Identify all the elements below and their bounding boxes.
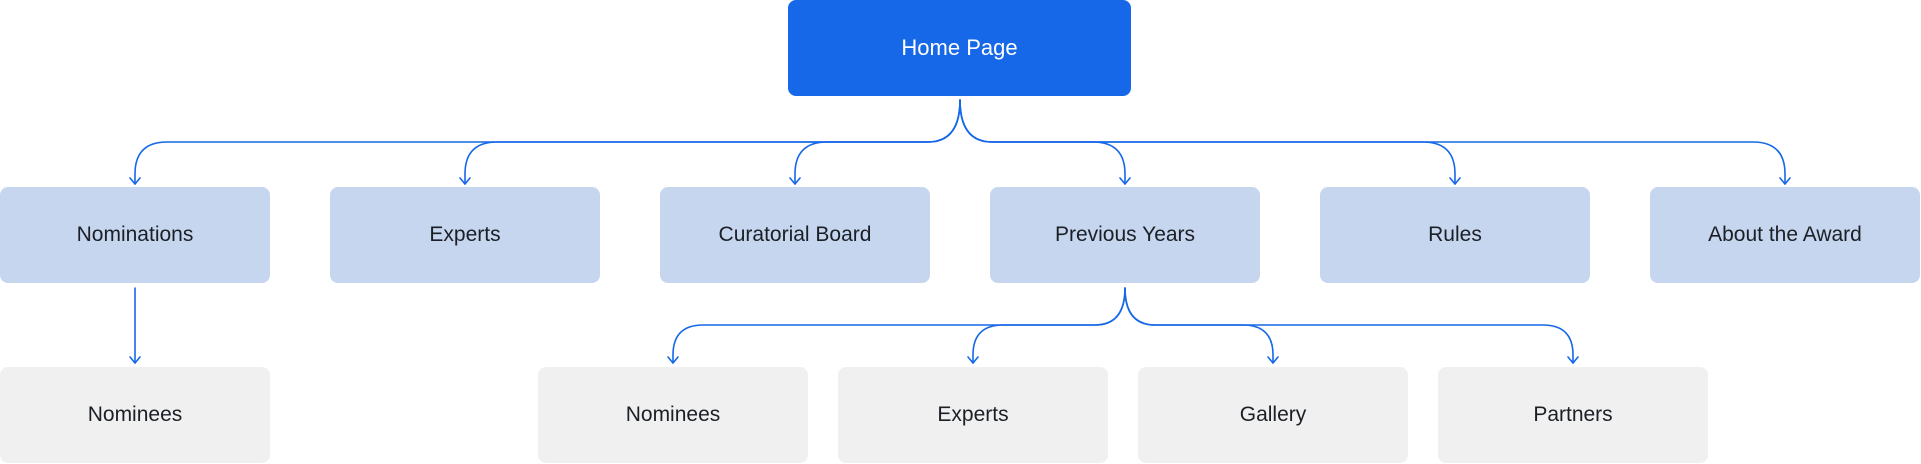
node-home-page: Home Page [788, 0, 1131, 96]
arrowhead-curatorial-board [789, 177, 801, 185]
arrowhead-previous-years-gallery [1267, 356, 1279, 364]
connector-home-to-curatorial-board [794, 99, 961, 185]
node-about-the-award: About the Award [1650, 187, 1920, 283]
node-nominations: Nominations [0, 187, 270, 283]
arrowhead-nominees-nominations [129, 356, 141, 364]
connector-previous-years-to-partners [1124, 287, 1574, 364]
node-experts-previous-years: Experts [838, 367, 1108, 463]
node-partners: Partners [1438, 367, 1708, 463]
connector-previous-years-to-experts [972, 287, 1126, 364]
node-experts: Experts [330, 187, 600, 283]
node-rules: Rules [1320, 187, 1590, 283]
node-previous-years: Previous Years [990, 187, 1260, 283]
arrowhead-previous-years-nominees [667, 356, 679, 364]
arrowhead-previous-years-experts [967, 356, 979, 364]
arrowhead-rules [1449, 177, 1461, 185]
node-nominees-previous-years: Nominees [538, 367, 808, 463]
arrowhead-about-the-award [1779, 177, 1791, 185]
node-gallery: Gallery [1138, 367, 1408, 463]
arrowhead-previous-years-partners [1567, 356, 1579, 364]
node-curatorial-board: Curatorial Board [660, 187, 930, 283]
node-nominees-nominations: Nominees [0, 367, 270, 463]
arrowhead-nominations [129, 177, 141, 185]
arrowhead-experts [459, 177, 471, 185]
arrowhead-previous-years [1119, 177, 1131, 185]
connector-home-to-about-the-award [959, 99, 1786, 185]
